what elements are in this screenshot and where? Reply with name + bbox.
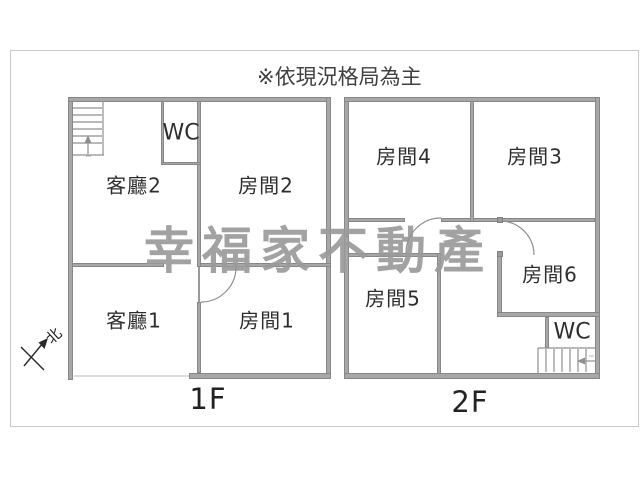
stairs-2f-left-arrowhead [577,357,585,365]
label-2f-room3: 房間3 [507,144,563,169]
wall-2f-mid-left-seg [348,218,405,222]
door-arc-1f [200,266,237,303]
label-2f-floor: 2F [451,385,489,419]
door-leaf-1f [198,267,200,302]
label-1f-floor: 1F [189,382,227,416]
wall-1f-vert-lower [197,302,201,373]
stairs-2f-icon [537,347,595,373]
stairs-1f-icon [73,101,104,156]
wall-2f-room5-right [437,253,441,374]
door-arc-2f-room6 [499,220,535,256]
door-hinge-top [497,217,503,223]
north-arrowhead [38,338,48,349]
wall-1f-wc-bottom [161,162,201,165]
label-1f-wc: WC [162,120,200,146]
label-2f-wc: WC [553,319,591,345]
page-border [10,50,639,427]
label-1f-room1: 房間1 [239,308,295,333]
stairs-1f-up-arrowhead [84,135,92,143]
label-2f-room6: 房間6 [522,262,578,287]
wall-2f-room4-room3-divider [470,101,474,222]
wall-2f-mid-right-seg [441,218,595,222]
label-1f-room2: 房間2 [238,173,294,198]
label-2f-room4: 房間4 [376,144,432,169]
label-1f-living2: 客廳2 [106,173,162,198]
label-1f-living1: 客廳1 [106,308,162,333]
wall-1f-vert-upper [197,101,201,267]
wall-1f-bottom [189,373,331,379]
north-arrow-icon [20,342,45,371]
watermark-text: 幸福家不動產 [144,222,492,280]
wall-2f-room6-bottom [497,312,600,317]
disclaimer-note: ※依現況格局為主 [257,65,422,89]
label-2f-room5: 房間5 [365,286,421,311]
wall-2f-bottom [344,373,600,379]
door-arc-2f-room4 [405,217,442,254]
wall-1f-mid-left [72,263,164,267]
door-hinge-bottom [497,251,503,257]
